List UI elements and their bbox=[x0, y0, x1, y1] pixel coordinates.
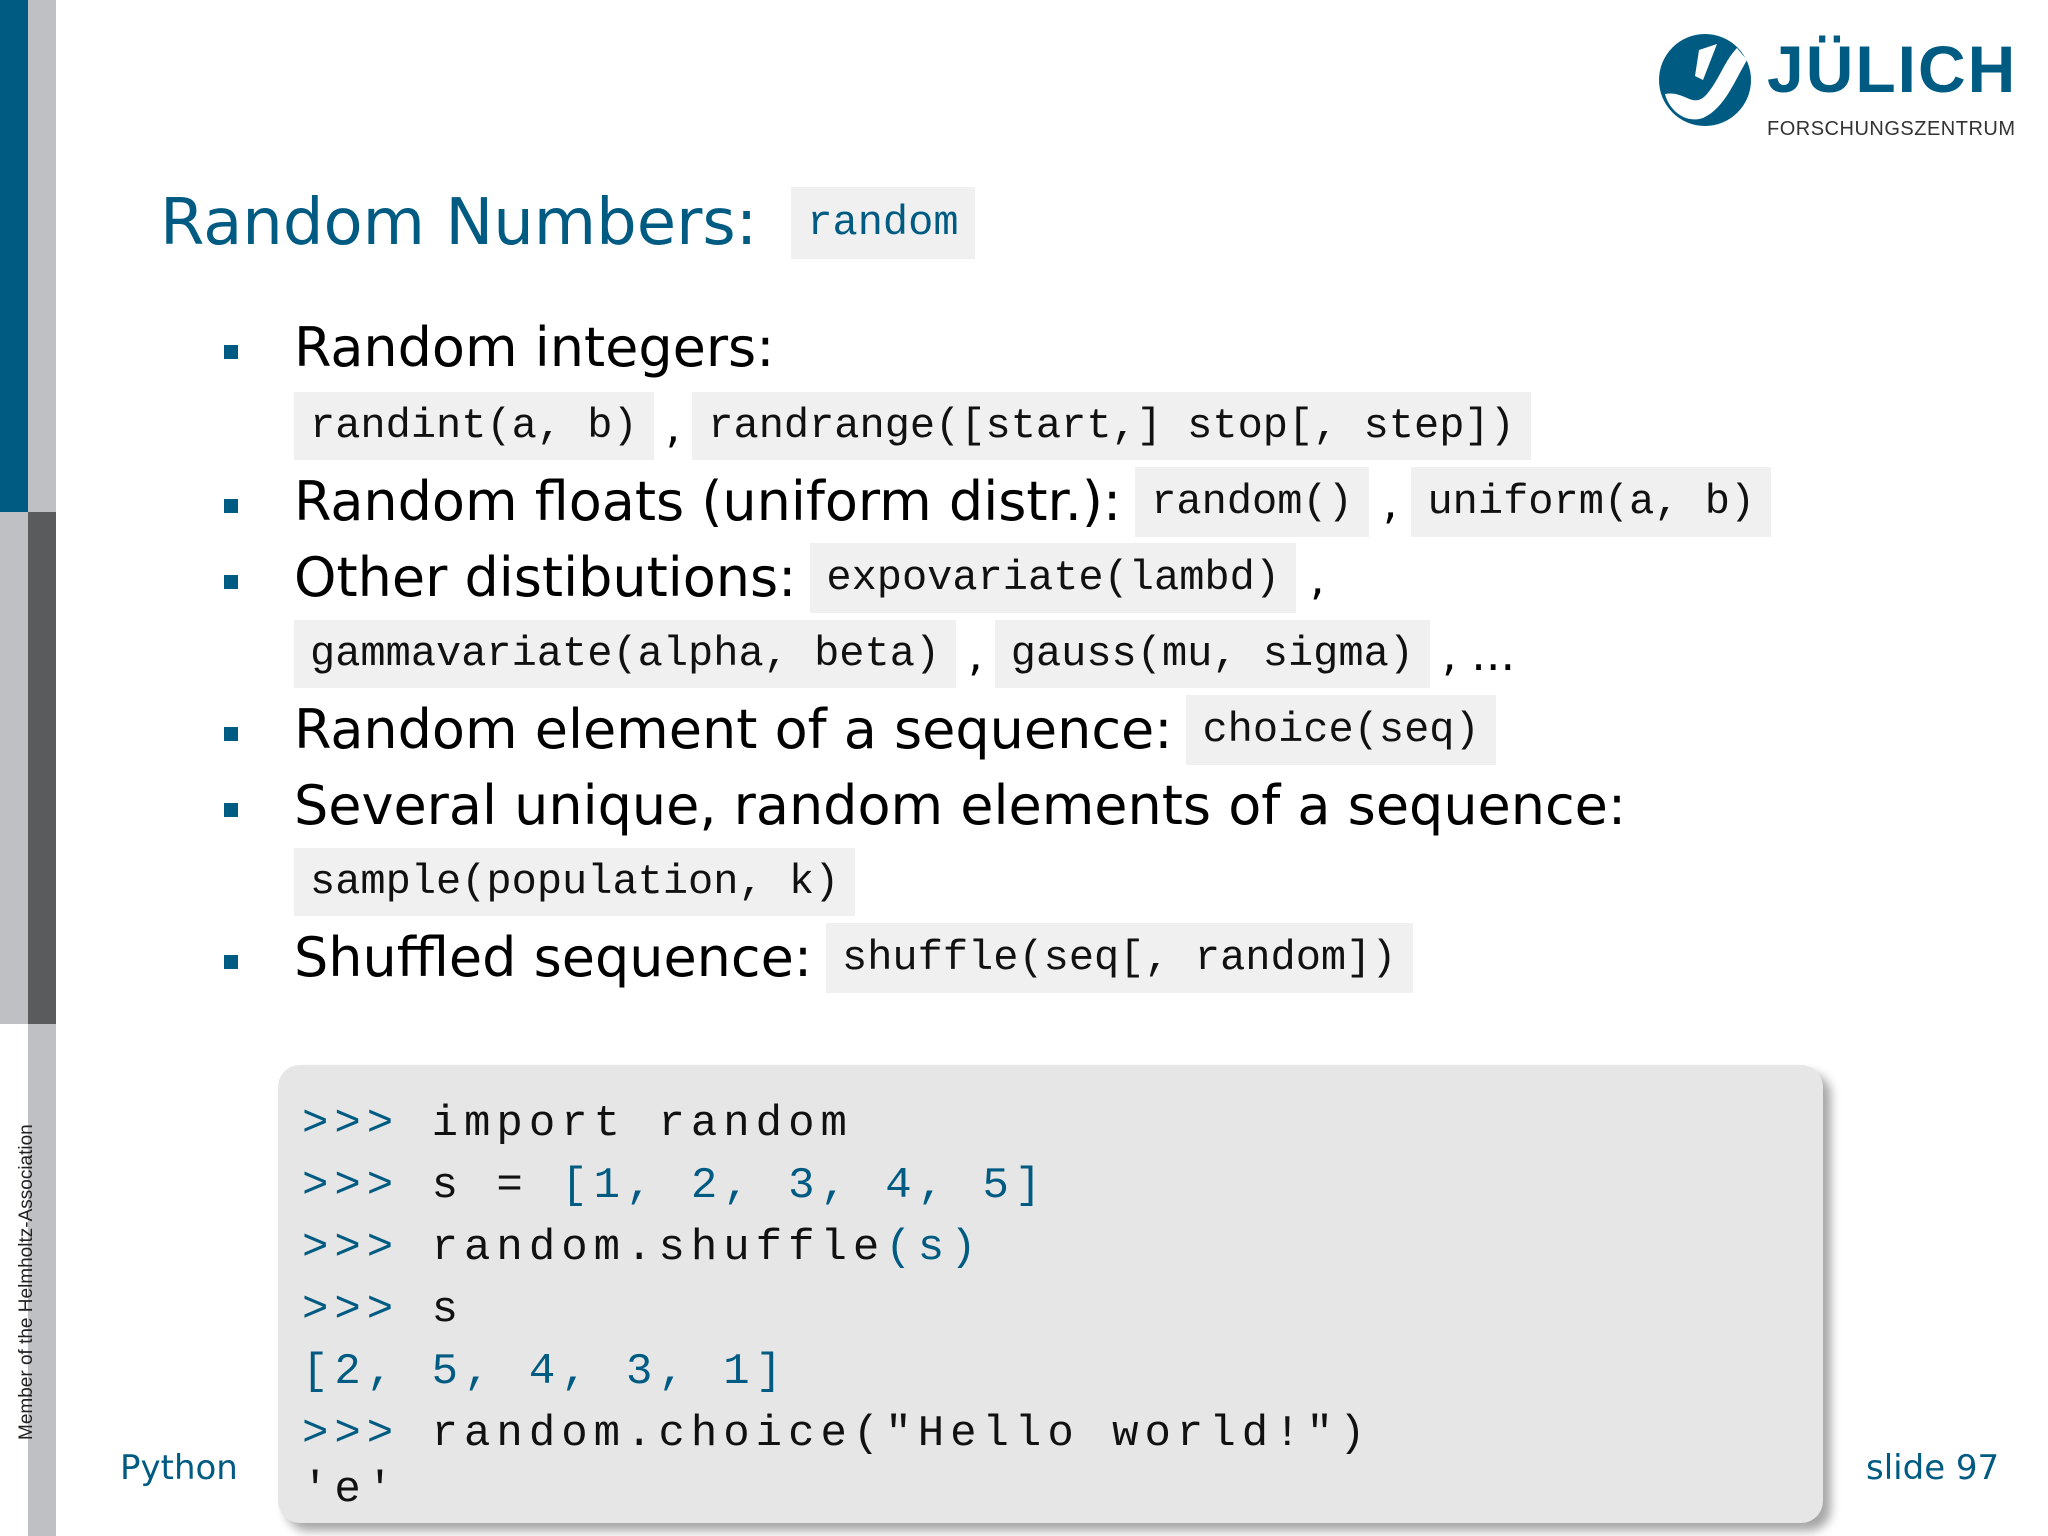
code-snippet: gammavariate(alpha, beta) bbox=[294, 620, 957, 688]
sidebar-stripe-gray bbox=[28, 1024, 56, 1536]
console-output: [2, 5, 4, 3, 1] bbox=[302, 1347, 789, 1397]
sidebar-stripe-gray bbox=[0, 512, 28, 1024]
bullet-label: Random element of a sequence: bbox=[294, 698, 1173, 761]
code-snippet: uniform(a, b) bbox=[1411, 467, 1772, 537]
bullet-list: Random integers: randint(a, b) , randran… bbox=[220, 310, 1920, 996]
bullet-square-icon bbox=[224, 803, 238, 817]
logo-wordmark: JÜLICH bbox=[1767, 32, 2018, 106]
code-snippet: shuffle(seq[, random]) bbox=[826, 923, 1413, 993]
page-title: Random Numbers: random bbox=[160, 186, 975, 260]
bullet-label: Other distibutions: bbox=[294, 546, 797, 609]
separator: , bbox=[1382, 475, 1398, 529]
code-snippet: random() bbox=[1135, 467, 1369, 537]
ellipsis: , ... bbox=[1442, 627, 1516, 681]
bullet-label: Shuffled sequence: bbox=[294, 926, 813, 989]
helmholtz-membership-text: Member of the Helmholtz-Association bbox=[16, 1124, 37, 1440]
bullet-square-icon bbox=[224, 955, 238, 969]
julich-logo: JÜLICH FORSCHUNGSZENTRUM bbox=[1655, 28, 2015, 148]
bullet-code-row: gammavariate(alpha, beta) , gauss(mu, si… bbox=[220, 620, 1920, 688]
bullet-code-row: sample(population, k) bbox=[220, 848, 1920, 916]
console-line: >>> s = [1, 2, 3, 4, 5] bbox=[302, 1161, 1048, 1211]
bullet-item: Random element of a sequence: choice(seq… bbox=[220, 692, 1920, 768]
bullet-item: Random integers: bbox=[220, 310, 1920, 386]
sidebar-stripe-dark bbox=[28, 512, 56, 1024]
console-output: 'e' bbox=[302, 1465, 400, 1515]
code-snippet: gauss(mu, sigma) bbox=[994, 620, 1430, 688]
bullet-label: Several unique, random elements of a seq… bbox=[294, 774, 1627, 837]
bullet-square-icon bbox=[224, 499, 238, 513]
code-snippet: choice(seq) bbox=[1186, 695, 1496, 765]
julich-logo-icon bbox=[1659, 34, 1751, 126]
bullet-square-icon bbox=[224, 345, 238, 359]
bullet-square-icon bbox=[224, 727, 238, 741]
sidebar-stripe-gray bbox=[28, 0, 56, 512]
console-line: >>> random.choice("Hello world!") bbox=[302, 1409, 1372, 1459]
sidebar-stripe-blue bbox=[0, 0, 28, 512]
console-prompt: >>> bbox=[302, 1409, 400, 1459]
bullet-label: Random floats (uniform distr.): bbox=[294, 470, 1122, 533]
bullet-item: Other distibutions: expovariate(lambd) , bbox=[220, 540, 1920, 616]
bullet-label: Random integers: bbox=[294, 316, 775, 379]
console-prompt: >>> bbox=[302, 1161, 400, 1211]
code-snippet: randrange([start,] stop[, step]) bbox=[692, 392, 1531, 460]
title-text: Random Numbers: bbox=[160, 186, 758, 260]
footer-slide-number: slide 97 bbox=[1866, 1448, 2000, 1488]
console-line: >>> s bbox=[302, 1285, 465, 1335]
python-console-example: >>> import random >>> s = [1, 2, 3, 4, 5… bbox=[278, 1065, 1823, 1523]
bullet-square-icon bbox=[224, 575, 238, 589]
bullet-item: Several unique, random elements of a seq… bbox=[220, 768, 1920, 844]
logo-subtitle: FORSCHUNGSZENTRUM bbox=[1767, 118, 2016, 140]
bullet-item: Random floats (uniform distr.): random()… bbox=[220, 464, 1920, 540]
code-snippet: expovariate(lambd) bbox=[810, 543, 1297, 613]
bullet-code-row: randint(a, b) , randrange([start,] stop[… bbox=[220, 392, 1920, 460]
separator: , bbox=[665, 399, 681, 453]
footer-course-title: Python bbox=[120, 1448, 238, 1488]
console-prompt: >>> bbox=[302, 1099, 400, 1149]
bullet-item: Shuffled sequence: shuffle(seq[, random]… bbox=[220, 920, 1920, 996]
separator: , bbox=[1310, 551, 1325, 605]
separator: , bbox=[968, 627, 983, 681]
console-prompt: >>> bbox=[302, 1223, 400, 1273]
code-snippet: randint(a, b) bbox=[294, 392, 654, 460]
code-snippet: sample(population, k) bbox=[294, 848, 856, 916]
console-line: >>> random.shuffle(s) bbox=[302, 1223, 983, 1273]
console-line: >>> import random bbox=[302, 1099, 853, 1149]
title-module-code: random bbox=[791, 187, 975, 259]
console-prompt: >>> bbox=[302, 1285, 400, 1335]
